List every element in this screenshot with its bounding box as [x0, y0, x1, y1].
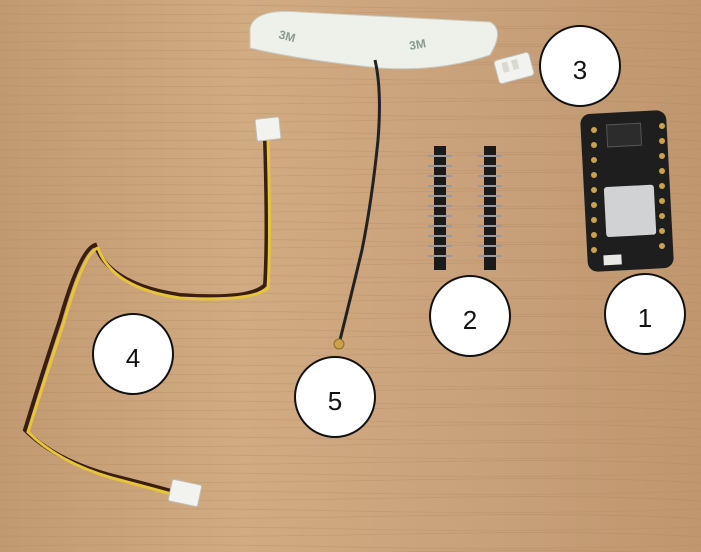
- label-4-text: 4: [126, 343, 140, 373]
- label-circle-1: 1: [604, 273, 686, 355]
- radio-module-board: [580, 110, 674, 272]
- label-1-text: 1: [638, 303, 652, 333]
- tape-print-2: 3M: [408, 36, 427, 53]
- label-circle-2: 2: [429, 275, 511, 357]
- wire-antenna: [333, 59, 381, 350]
- tape-print: 3M: [277, 27, 297, 45]
- label-circle-3: 3: [539, 25, 621, 107]
- label-circle-5: 5: [294, 356, 376, 438]
- label-circle-4: 4: [92, 313, 174, 395]
- jst-cable: [22, 116, 282, 508]
- label-5-text: 5: [328, 386, 342, 416]
- label-3-text: 3: [573, 55, 587, 85]
- label-2-text: 2: [463, 305, 477, 335]
- jst-connector-loose: [493, 51, 535, 85]
- pin-headers: [428, 146, 502, 270]
- adhesive-tape-strip: 3M 3M: [249, 10, 498, 70]
